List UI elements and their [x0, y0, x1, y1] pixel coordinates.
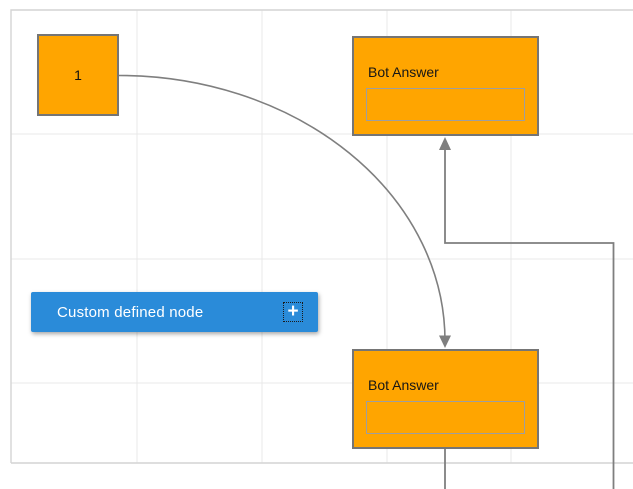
- canvas-page-border: [10, 9, 633, 464]
- arrowhead-down-icon: [439, 335, 451, 348]
- connector-curve-path[interactable]: [118, 74, 446, 342]
- connector-elbow-bottom-to-top[interactable]: [439, 137, 615, 489]
- node-title: Bot Answer: [368, 64, 439, 80]
- node-title: Bot Answer: [368, 377, 439, 393]
- connector-curve-start-to-bottom[interactable]: [118, 74, 451, 349]
- plus-icon: +: [287, 300, 299, 322]
- arrowhead-up-icon: [439, 137, 451, 150]
- node-bot-answer-bottom[interactable]: Bot Answer: [352, 349, 539, 449]
- node-start-label: 1: [74, 67, 82, 83]
- node-custom-defined[interactable]: Custom defined node +: [31, 292, 318, 332]
- node-bot-answer-top[interactable]: Bot Answer: [352, 36, 539, 136]
- node-custom-label: Custom defined node: [57, 303, 204, 321]
- connector-elbow-path[interactable]: [444, 149, 615, 489]
- add-button[interactable]: +: [283, 302, 303, 322]
- node-text-box[interactable]: [366, 88, 525, 121]
- node-text-box[interactable]: [366, 401, 525, 434]
- node-start[interactable]: 1: [37, 34, 119, 116]
